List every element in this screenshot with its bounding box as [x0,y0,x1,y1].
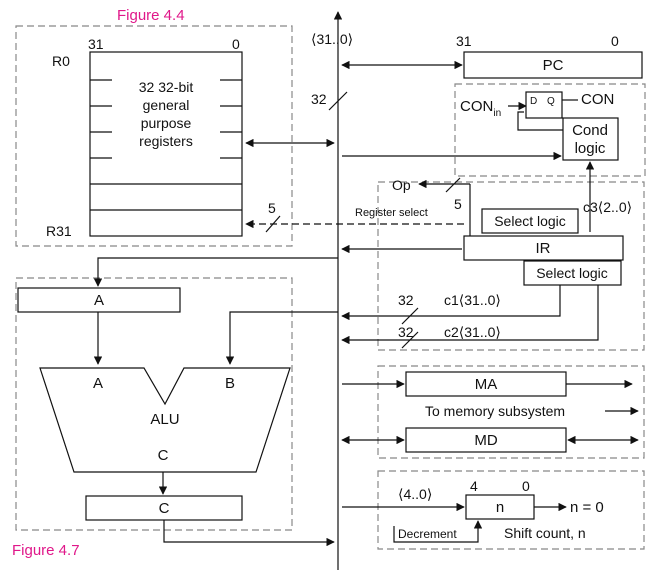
shift-range-label: ⟨4..0⟩ [398,486,432,502]
bus-width-label: 32 [311,91,327,107]
select-logic-bottom-label: Select logic [536,265,608,281]
c1-wire [341,285,561,321]
op-label: Op [392,177,411,193]
cond-logic-box [562,117,619,161]
register-select-label: Register select [355,207,428,219]
ma-register [405,371,567,397]
bus-to-b-wire [225,311,338,365]
bus-range-label: ⟨31..0⟩ [311,31,353,47]
pc-bit-lo: 0 [611,33,619,49]
select-logic-top-label: Select logic [494,213,566,229]
reg-desc-line3: purpose [141,115,192,131]
cond-to-ff-wire [517,111,563,131]
bus-to-a-wire [93,257,338,287]
ir-section [377,181,645,351]
reg-bit-hi: 31 [88,36,104,52]
reg-desc-line1: 32 32-bit [139,79,194,95]
alu-shape [39,367,291,473]
figure-label-top: Figure 4.4 [117,7,185,24]
reg-desc-line2: general [143,97,190,113]
c2-label: c2⟨31..0⟩ [444,324,501,340]
reg-r0-label: R0 [52,53,70,69]
decrement-label: Decrement [398,527,457,541]
md-label: MD [474,432,497,449]
select-logic-top [481,208,579,234]
c1-width-label: 32 [398,292,414,308]
pc-label: PC [543,57,564,74]
pc-bit-hi: 31 [456,33,472,49]
shift-bit-hi: 4 [470,478,478,494]
register-file [89,51,243,237]
ir-label: IR [536,240,551,257]
alu-label: ALU [150,411,179,428]
alu-in-b: B [225,375,235,392]
cond-section [454,83,646,177]
alu-out-c: C [158,447,169,464]
figure-label-bottom: Figure 4.7 [12,542,80,559]
cond-logic-line2: logic [575,140,606,157]
c2-width-slash [401,331,419,349]
flipflop-d: D [530,96,537,107]
reg-r31-label: R31 [46,223,72,239]
md-register [405,427,567,453]
register-a-label: A [94,292,104,309]
cond-logic-line1: Cond [572,122,608,139]
c1-width-slash [401,307,419,325]
shift-caption: Shift count, n [504,525,586,541]
regsel-width-label: 5 [268,200,276,216]
select-logic-bottom [523,260,622,286]
shift-section [377,470,645,550]
alu-section [15,277,293,531]
con-in-label: CONin [460,98,501,119]
ma-label: MA [475,376,498,393]
regsel-width-slash [265,215,281,233]
memory-section [377,365,645,459]
shift-bit-lo: 0 [522,478,530,494]
reg-desc-line4: registers [139,133,193,149]
register-c-label: C [159,500,170,517]
decrement-wire [393,520,483,543]
con-flipflop [525,91,563,119]
c2-width-label: 32 [398,324,414,340]
con-out-label: CON [581,91,614,108]
register-c [85,495,243,521]
bus-width-slash [328,91,348,111]
shift-count-label: n [496,499,504,516]
c2-wire [341,285,599,345]
ir-register [463,235,624,261]
to-memory-label: To memory subsystem [425,403,565,419]
flipflop-q: Q [547,96,555,107]
pc-register [463,51,643,79]
c1-label: c1⟨31..0⟩ [444,292,501,308]
op-width-slash [445,177,461,193]
c3-label: c3⟨2..0⟩ [583,199,632,215]
n-zero-label: n = 0 [570,499,604,516]
op-width-label: 5 [454,196,462,212]
register-file-section [15,25,293,247]
c-to-bus-wire [163,520,335,547]
alu-in-a: A [93,375,103,392]
register-rows [90,79,242,211]
reg-bit-lo: 0 [232,36,240,52]
register-a [17,287,181,313]
